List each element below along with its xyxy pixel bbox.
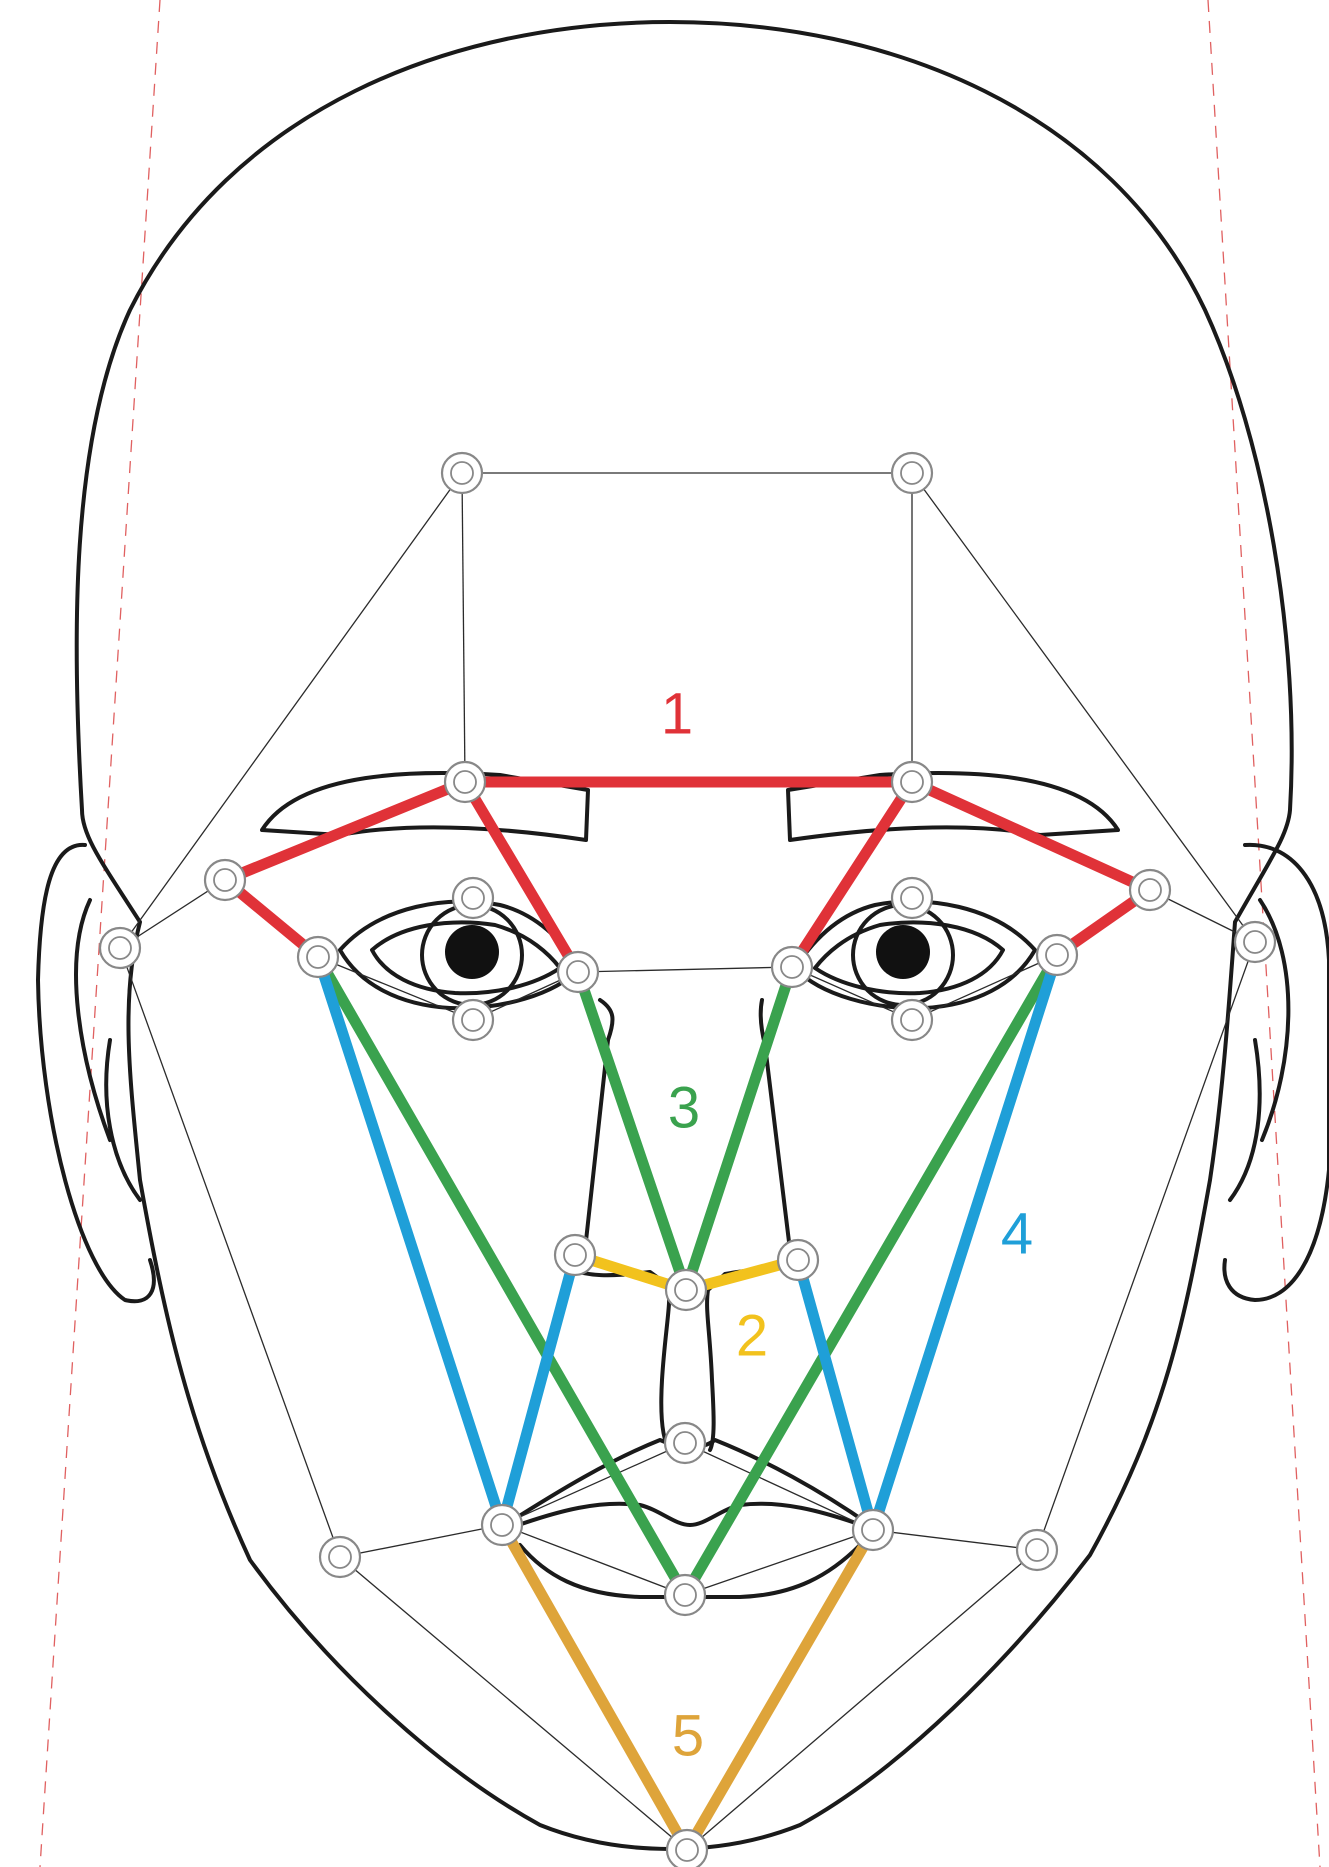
landmark-marker — [665, 1423, 705, 1463]
red-line — [912, 782, 1150, 890]
thin-line — [340, 1557, 687, 1850]
thin-line — [502, 1525, 685, 1595]
thin-line — [120, 473, 462, 948]
landmark-marker — [1235, 922, 1275, 962]
blue-line — [318, 957, 502, 1525]
landmark-marker — [892, 762, 932, 802]
landmark-marker — [892, 453, 932, 493]
proportion-labels: 1 2 3 4 5 — [661, 681, 1033, 1768]
landmark-marker — [892, 878, 932, 918]
thin-measure-lines — [120, 473, 1255, 1850]
landmark-markers — [100, 453, 1275, 1867]
landmark-marker — [298, 937, 338, 977]
label-5: 5 — [672, 1703, 704, 1768]
landmark-marker — [892, 1000, 932, 1040]
label-1: 1 — [661, 681, 693, 746]
landmark-marker — [666, 1270, 706, 1310]
label-2: 2 — [736, 1303, 768, 1368]
thin-line — [340, 1525, 502, 1557]
landmark-marker — [100, 928, 140, 968]
landmark-marker — [853, 1510, 893, 1550]
landmark-marker — [665, 1575, 705, 1615]
landmark-marker — [772, 947, 812, 987]
landmark-marker — [445, 762, 485, 802]
landmark-marker — [1130, 870, 1170, 910]
thin-line — [873, 1530, 1037, 1550]
label-3: 3 — [668, 1075, 700, 1140]
mouth-line — [510, 1504, 870, 1528]
left-pupil — [445, 925, 499, 979]
landmark-marker — [320, 1537, 360, 1577]
label-4: 4 — [1001, 1201, 1033, 1266]
landmark-marker — [205, 860, 245, 900]
thin-line — [1037, 942, 1255, 1550]
landmark-marker — [778, 1240, 818, 1280]
thin-line — [462, 473, 465, 782]
thin-line — [578, 967, 792, 972]
landmark-marker — [555, 1235, 595, 1275]
orange-line — [687, 1530, 873, 1850]
thin-line — [912, 473, 1255, 942]
landmark-marker — [1037, 935, 1077, 975]
landmark-marker — [1017, 1530, 1057, 1570]
landmark-marker — [442, 453, 482, 493]
landmark-marker — [558, 952, 598, 992]
landmark-marker — [453, 1000, 493, 1040]
landmark-marker — [453, 878, 493, 918]
landmark-marker — [482, 1505, 522, 1545]
right-pupil — [876, 925, 930, 979]
orange-line — [502, 1525, 687, 1850]
landmark-marker — [667, 1830, 707, 1867]
